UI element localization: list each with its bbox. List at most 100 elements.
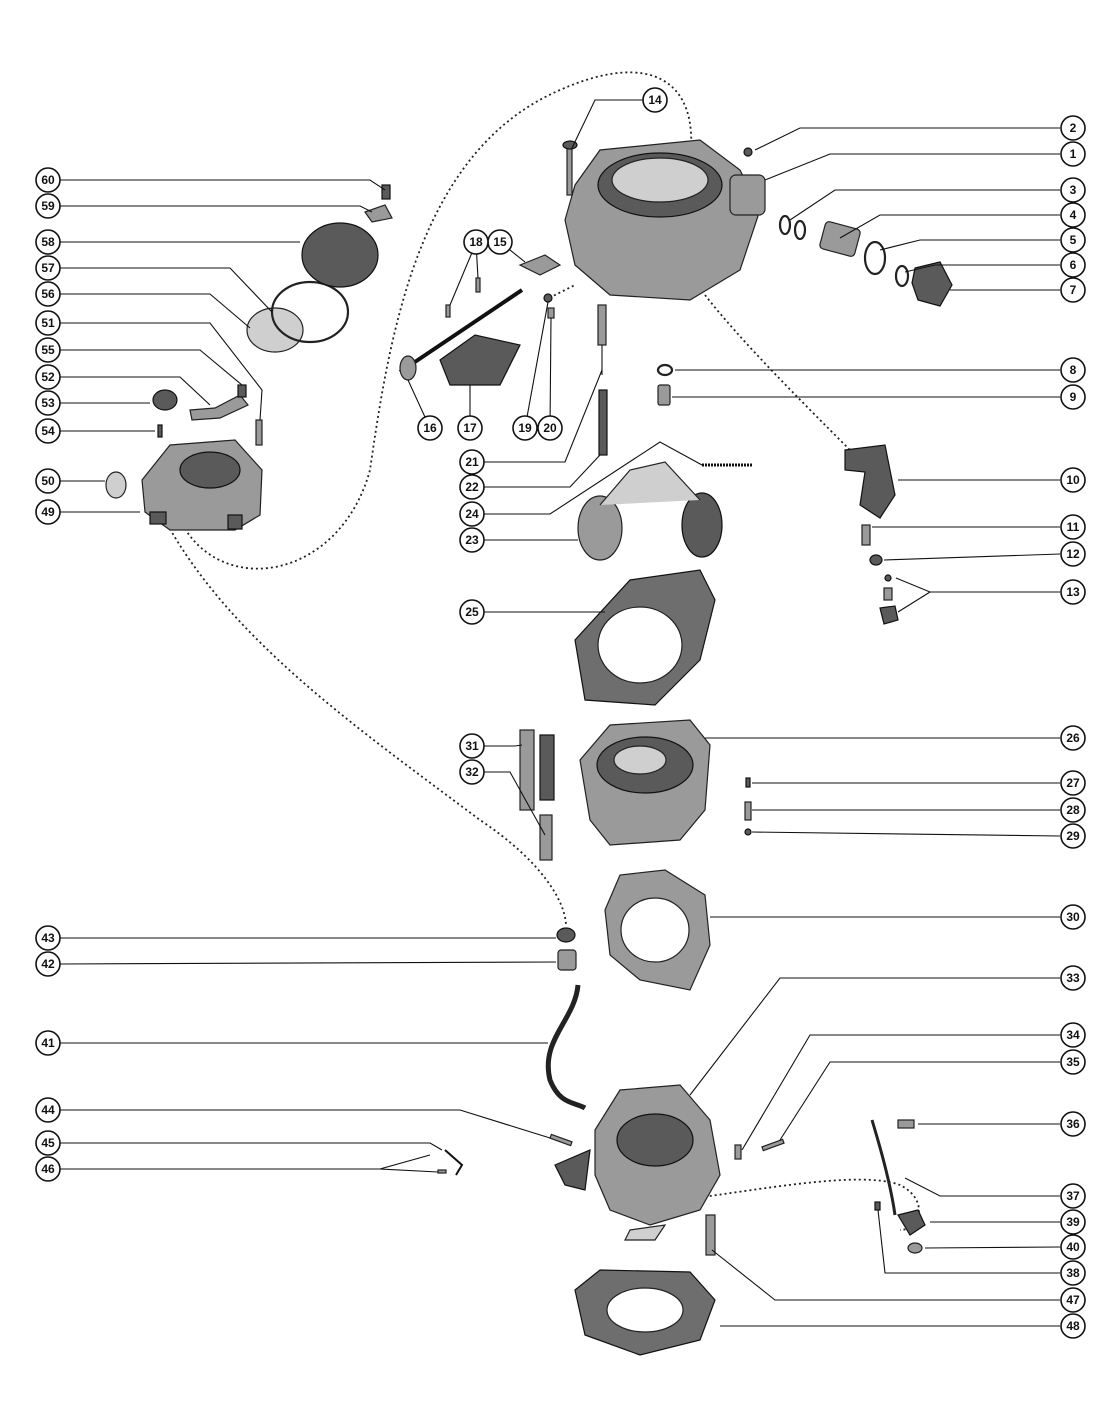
needle-21 xyxy=(597,304,607,346)
clip-59 xyxy=(364,204,393,223)
callout-8: 8 xyxy=(1060,357,1086,383)
callout-60: 60 xyxy=(35,167,61,193)
svg-text:41: 41 xyxy=(41,1036,55,1050)
callout-13: 13 xyxy=(1060,579,1086,605)
callout-39: 39 xyxy=(1060,1209,1086,1235)
callout-59: 59 xyxy=(35,193,61,219)
svg-text:59: 59 xyxy=(41,199,55,213)
screw-14 xyxy=(562,140,578,196)
o-ring-8 xyxy=(656,363,674,377)
screw-55 xyxy=(237,384,247,398)
svg-text:27: 27 xyxy=(1066,776,1080,790)
callout-31: 31 xyxy=(459,733,485,759)
svg-text:47: 47 xyxy=(1066,1293,1080,1307)
callout-22: 22 xyxy=(459,474,485,500)
clip-36 xyxy=(897,1119,915,1129)
svg-text:26: 26 xyxy=(1066,731,1080,745)
callout-19: 19 xyxy=(512,415,538,441)
fuel-line-41 xyxy=(545,984,587,1111)
callout-1: 1 xyxy=(1060,141,1086,167)
screw-18 xyxy=(475,277,481,293)
svg-text:5: 5 xyxy=(1070,233,1077,247)
svg-text:31: 31 xyxy=(465,739,479,753)
svg-text:54: 54 xyxy=(41,424,55,438)
screw-12 xyxy=(869,554,883,566)
svg-text:3: 3 xyxy=(1070,183,1077,197)
svg-text:55: 55 xyxy=(41,343,55,357)
seat-9 xyxy=(657,384,671,406)
svg-text:53: 53 xyxy=(41,396,55,410)
parts xyxy=(105,139,953,1356)
svg-text:7: 7 xyxy=(1070,283,1077,297)
callout-44: 44 xyxy=(35,1097,61,1123)
callout-15: 15 xyxy=(487,229,513,255)
callout-29: 29 xyxy=(1060,823,1086,849)
callout-16: 16 xyxy=(417,415,443,441)
svg-text:21: 21 xyxy=(465,455,479,469)
svg-text:36: 36 xyxy=(1066,1117,1080,1131)
shaft-16 xyxy=(398,288,524,374)
inlet-parts xyxy=(778,214,953,307)
callout-36: 36 xyxy=(1060,1111,1086,1137)
callout-41: 41 xyxy=(35,1030,61,1056)
callout-46: 46 xyxy=(35,1156,61,1182)
callout-25: 25 xyxy=(459,599,485,625)
svg-text:14: 14 xyxy=(648,93,662,107)
svg-text:56: 56 xyxy=(41,287,55,301)
svg-text:60: 60 xyxy=(41,173,55,187)
pump-31 xyxy=(519,729,535,811)
svg-text:33: 33 xyxy=(1066,971,1080,985)
choke-link-path xyxy=(679,1178,920,1231)
bracket-52 xyxy=(189,394,249,421)
svg-text:46: 46 xyxy=(41,1162,55,1176)
callout-56: 56 xyxy=(35,281,61,307)
svg-text:25: 25 xyxy=(465,605,479,619)
callout-10: 10 xyxy=(1060,467,1086,493)
plug-2 xyxy=(743,147,753,157)
washer-40 xyxy=(907,1242,923,1254)
lever-10 xyxy=(844,444,896,519)
callout-54: 54 xyxy=(35,418,61,444)
air-horn-body xyxy=(564,139,766,301)
callout-43: 43 xyxy=(35,925,61,951)
svg-text:30: 30 xyxy=(1066,910,1080,924)
svg-text:6: 6 xyxy=(1070,258,1077,272)
callout-40: 40 xyxy=(1060,1234,1086,1260)
svg-text:57: 57 xyxy=(41,261,55,275)
plate-15 xyxy=(518,254,562,276)
svg-text:8: 8 xyxy=(1070,363,1077,377)
callout-38: 38 xyxy=(1060,1260,1086,1286)
svg-text:11: 11 xyxy=(1067,520,1080,534)
callout-18: 18 xyxy=(463,229,489,255)
pin-46 xyxy=(437,1169,447,1174)
screw-47 xyxy=(705,1214,716,1256)
float-23 xyxy=(577,461,723,561)
svg-text:37: 37 xyxy=(1066,1189,1080,1203)
callout-20: 20 xyxy=(537,415,563,441)
svg-text:42: 42 xyxy=(41,957,55,971)
screw-60 xyxy=(381,184,391,200)
fitting-53 xyxy=(152,389,178,411)
svg-text:52: 52 xyxy=(41,370,55,384)
callout-26: 26 xyxy=(1060,725,1086,751)
diaphragm-56 xyxy=(246,307,304,353)
jet-20 xyxy=(547,307,555,319)
callout-53: 53 xyxy=(35,390,61,416)
flange-30 xyxy=(604,869,711,991)
callout-5: 5 xyxy=(1060,227,1086,253)
screw-44 xyxy=(549,1133,573,1147)
fuel-line-path-lower xyxy=(164,519,567,926)
svg-text:1: 1 xyxy=(1070,147,1077,161)
screw-51 xyxy=(255,419,263,446)
svg-text:45: 45 xyxy=(41,1136,55,1150)
svg-text:18: 18 xyxy=(469,235,483,249)
callout-9: 9 xyxy=(1060,384,1086,410)
throttle-body-33 xyxy=(554,1084,721,1241)
callout-47: 47 xyxy=(1060,1287,1086,1313)
svg-text:2: 2 xyxy=(1070,121,1077,135)
callout-55: 55 xyxy=(35,337,61,363)
svg-text:9: 9 xyxy=(1070,390,1077,404)
callout-11: 11 xyxy=(1060,514,1086,540)
svg-text:43: 43 xyxy=(41,931,55,945)
svg-text:24: 24 xyxy=(465,507,479,521)
